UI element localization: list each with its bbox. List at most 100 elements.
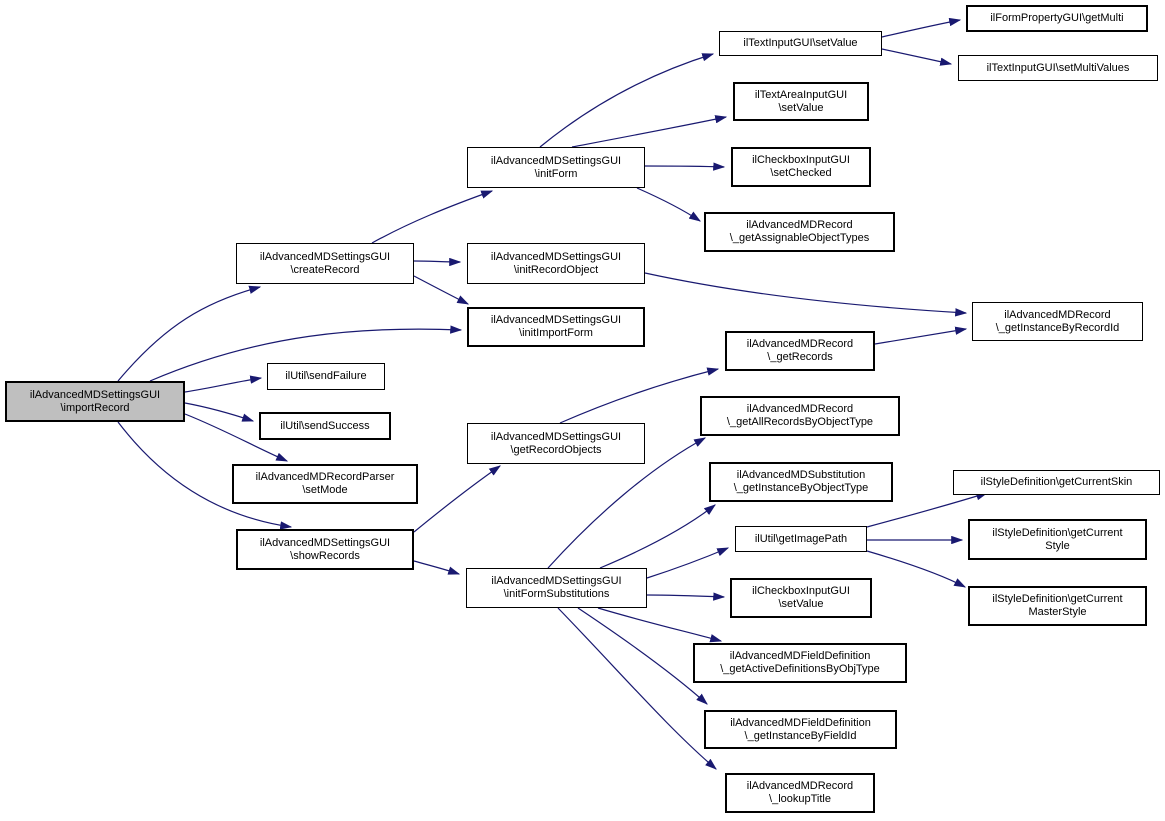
graph-node-getRecordObjects[interactable]: ilAdvancedMDSettingsGUI\getRecordObjects <box>467 423 645 464</box>
graph-node-label-line: ilAdvancedMDRecord <box>746 780 854 792</box>
graph-node-checkboxSetChecked[interactable]: ilCheckboxInputGUI\setChecked <box>731 147 871 187</box>
graph-node-label-line: ilUtil\getImagePath <box>754 532 848 545</box>
graph-node-label-line: \setValue <box>778 101 824 114</box>
graph-node-label-line: ilAdvancedMDSettingsGUI <box>490 314 622 326</box>
graph-node-createRecord[interactable]: ilAdvancedMDSettingsGUI\createRecord <box>236 243 414 284</box>
call-edge-initFormSubstitutions-to-checkboxSetValue <box>646 592 726 601</box>
graph-node-label-line: ilAdvancedMDSettingsGUI <box>259 250 391 263</box>
call-edge-createRecord-to-initImportForm <box>413 275 470 305</box>
graph-node-label-line: ilAdvancedMDSettingsGUI <box>259 536 391 549</box>
graph-node-showRecords[interactable]: ilAdvancedMDSettingsGUI\showRecords <box>236 529 414 570</box>
graph-node-label-line: \_getActiveDefinitionsByObjType <box>720 663 880 675</box>
graph-node-getCurrentSkin[interactable]: ilStyleDefinition\getCurrentSkin <box>953 470 1160 495</box>
graph-node-sendFailure[interactable]: ilUtil\sendFailure <box>267 363 385 390</box>
graph-node-label-line: \initImportForm <box>519 327 593 339</box>
graph-node-setMode[interactable]: ilAdvancedMDRecordParser\setMode <box>232 464 418 504</box>
graph-node-importRecord: ilAdvancedMDSettingsGUI\importRecord <box>5 381 185 422</box>
call-edge-initForm-to-checkboxSetChecked <box>644 162 726 171</box>
graph-node-label-line: \_getAssignableObjectTypes <box>729 232 870 244</box>
graph-node-textSetValue[interactable]: ilTextInputGUI\setValue <box>719 31 882 56</box>
graph-node-label-line: ilAdvancedMDRecord <box>746 219 853 231</box>
graph-node-label-line: ilAdvancedMDSettingsGUI <box>490 430 622 443</box>
graph-node-label-line: ilUtil\sendSuccess <box>280 419 370 432</box>
graph-node-initRecordObject[interactable]: ilAdvancedMDSettingsGUI\initRecordObject <box>467 243 645 284</box>
graph-node-label-line: \_getInstanceByRecordId <box>995 321 1120 334</box>
call-edge-createRecord-to-initRecordObject <box>413 257 462 267</box>
graph-node-label-line: ilUtil\sendFailure <box>285 370 367 382</box>
call-edge-importRecord-to-sendFailure <box>184 375 263 393</box>
call-edge-textSetValue-to-getMulti <box>881 17 962 38</box>
graph-node-label-line: ilStyleDefinition\getCurrent <box>992 526 1123 539</box>
graph-node-label-line: \_getInstanceByFieldId <box>744 729 857 742</box>
graph-node-getMulti[interactable]: ilFormPropertyGUI\getMulti <box>966 5 1148 32</box>
call-edge-importRecord-to-createRecord <box>117 285 262 382</box>
graph-node-textAreaSetValue[interactable]: ilTextAreaInputGUI\setValue <box>733 82 869 121</box>
call-edge-initFormSubstitutions-to-lookupTitle <box>557 607 717 770</box>
graph-node-label-line: ilTextInputGUI\setValue <box>743 37 858 49</box>
graph-node-getRecords[interactable]: ilAdvancedMDRecord\_getRecords <box>725 331 875 371</box>
graph-node-label-line: ilAdvancedMDSettingsGUI <box>490 250 622 263</box>
call-edge-importRecord-to-sendSuccess <box>184 402 255 422</box>
graph-node-getAllRecordsByObjectType[interactable]: ilAdvancedMDRecord\_getAllRecordsByObjec… <box>700 396 900 436</box>
graph-node-label-line: ilAdvancedMDRecord <box>1004 308 1111 321</box>
graph-node-initImportForm[interactable]: ilAdvancedMDSettingsGUI\initImportForm <box>467 307 645 347</box>
graph-node-label-line: ilAdvancedMDSettingsGUI <box>491 575 622 587</box>
graph-node-label-line: ilStyleDefinition\getCurrent <box>992 593 1123 605</box>
graph-node-label-line: ilAdvancedMDRecordParser <box>255 471 395 483</box>
call-edge-importRecord-to-showRecords <box>117 421 293 530</box>
graph-node-label-line: ilAdvancedMDRecord <box>746 338 854 350</box>
graph-node-label-line: ilFormPropertyGUI\getMulti <box>990 12 1124 24</box>
call-edge-showRecords-to-initFormSubstitutions <box>413 560 461 575</box>
graph-node-initForm[interactable]: ilAdvancedMDSettingsGUI\initForm <box>467 147 645 188</box>
graph-node-label-line: ilAdvancedMDSubstitution <box>736 469 866 481</box>
graph-node-label-line: \setValue <box>778 598 824 610</box>
graph-node-checkboxSetValue[interactable]: ilCheckboxInputGUI\setValue <box>730 578 872 618</box>
graph-node-label-line: ilAdvancedMDRecord <box>746 403 854 415</box>
graph-node-label-line: MasterStyle <box>1028 606 1087 618</box>
graph-node-getInstanceByFieldId[interactable]: ilAdvancedMDFieldDefinition\_getInstance… <box>704 710 897 749</box>
graph-node-label-line: \initRecordObject <box>513 263 599 276</box>
graph-node-sendSuccess[interactable]: ilUtil\sendSuccess <box>259 412 391 440</box>
graph-node-getInstanceByRecordId[interactable]: ilAdvancedMDRecord\_getInstanceByRecordI… <box>972 302 1143 341</box>
graph-node-label-line: \_getInstanceByObjectType <box>733 482 869 494</box>
graph-node-getAssignableObjectTypes[interactable]: ilAdvancedMDRecord\_getAssignableObjectT… <box>704 212 895 252</box>
call-edge-textSetValue-to-setMultiValues <box>881 48 953 66</box>
graph-node-lookupTitle[interactable]: ilAdvancedMDRecord\_lookupTitle <box>725 773 875 813</box>
call-edge-createRecord-to-initForm <box>371 190 494 244</box>
graph-node-getActiveDefinitionsByObjType[interactable]: ilAdvancedMDFieldDefinition\_getActiveDe… <box>693 643 907 683</box>
graph-node-label-line: ilAdvancedMDFieldDefinition <box>729 650 871 662</box>
call-edge-initForm-to-getAssignableObjectTypes <box>636 187 701 222</box>
graph-node-label-line: \setChecked <box>770 167 832 179</box>
graph-node-initFormSubstitutions[interactable]: ilAdvancedMDSettingsGUI\initFormSubstitu… <box>466 568 647 608</box>
graph-node-getImagePath[interactable]: ilUtil\getImagePath <box>735 526 867 552</box>
graph-node-label-line: \_getRecords <box>767 351 833 363</box>
graph-node-label-line: \getRecordObjects <box>510 443 602 456</box>
graph-node-label-line: ilTextAreaInputGUI <box>754 88 848 101</box>
graph-node-label-line: \initForm <box>534 167 578 180</box>
call-edge-initForm-to-textSetValue <box>539 53 715 148</box>
call-edge-initFormSubstitutions-to-getInstanceByFieldId <box>577 607 708 705</box>
graph-node-label-line: \createRecord <box>290 263 360 276</box>
call-edge-getRecords-to-getInstanceByRecordId <box>874 326 968 345</box>
graph-node-label-line: Style <box>1045 539 1070 552</box>
call-edge-initForm-to-textAreaSetValue <box>571 115 728 148</box>
graph-node-label-line: \setMode <box>302 484 348 496</box>
graph-node-substGetInstanceByObjectType[interactable]: ilAdvancedMDSubstitution\_getInstanceByO… <box>709 462 893 502</box>
graph-node-label-line: \_lookupTitle <box>769 793 831 805</box>
call-edge-getRecordObjects-to-getRecords <box>559 367 720 424</box>
graph-node-label-line: ilAdvancedMDSettingsGUI <box>29 388 161 401</box>
call-edge-getImagePath-to-getCurrentMasterStyle <box>866 550 967 588</box>
call-edge-initFormSubstitutions-to-substGetInstanceByObjectType <box>599 504 716 569</box>
graph-node-label-line: \showRecords <box>290 549 360 562</box>
graph-node-label-line: \initFormSubstitutions <box>503 588 610 600</box>
graph-node-label-line: \importRecord <box>60 401 130 414</box>
graph-node-label-line: \_getAllRecordsByObjectType <box>726 416 874 428</box>
graph-node-label-line: ilCheckboxInputGUI <box>752 585 850 597</box>
graph-node-setMultiValues[interactable]: ilTextInputGUI\setMultiValues <box>958 55 1158 81</box>
graph-node-label-line: ilAdvancedMDSettingsGUI <box>490 154 622 167</box>
call-edge-initFormSubstitutions-to-getActiveDefinitionsByObjType <box>597 607 723 643</box>
